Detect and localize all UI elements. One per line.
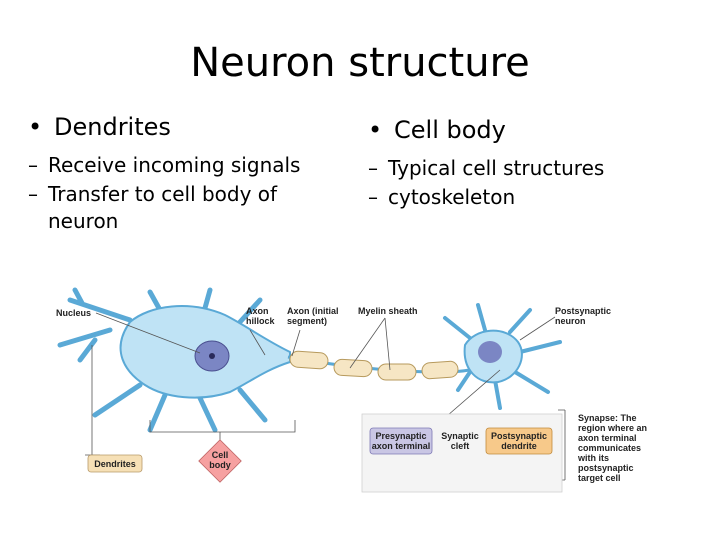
myelin-segment <box>377 363 417 381</box>
nucleolus-dot <box>209 353 215 359</box>
synapse-desc-line1: Synapse: The <box>578 413 637 423</box>
postsynaptic-neuron <box>443 303 562 410</box>
axon-hillock-label-line1: Axon <box>246 306 269 316</box>
dash-mark: – <box>368 156 378 180</box>
nucleus-label: Nucleus <box>56 308 91 318</box>
dendrites-box-label: Dendrites <box>94 459 136 469</box>
cell-body-column: • Cell body –Typical cell structures –cyt… <box>368 115 698 213</box>
myelin-segment <box>333 358 373 378</box>
myelin-leader <box>349 317 391 371</box>
postsynaptic-leader <box>519 316 556 341</box>
myelin-segment <box>421 360 459 380</box>
cleft-label-line2: cleft <box>451 441 470 451</box>
myelin-segment <box>289 350 329 370</box>
bullet-dot: • <box>28 113 43 141</box>
postsynaptic-neuron-label-line2: neuron <box>555 316 586 326</box>
subitem-cytoskeleton-text: cytoskeleton <box>388 185 516 209</box>
bullet-dendrites: • Dendrites <box>28 112 328 142</box>
dash-mark: – <box>28 182 38 206</box>
cell-body-label-line1: Cell <box>212 450 229 460</box>
synapse-connector <box>439 369 501 423</box>
nucleus-leader <box>95 312 201 354</box>
subitem-receive-text: Receive incoming signals <box>48 153 301 177</box>
cell-body-diamond <box>198 439 242 483</box>
bullet-dot: • <box>368 116 383 144</box>
synapse-desc-line7: target cell <box>578 473 621 483</box>
dendrites-box <box>87 454 143 473</box>
presynaptic-box <box>369 427 433 455</box>
subitem-transfer: –Transfer to cell body of neuron <box>28 181 328 235</box>
synapse-desc-line4: communicates <box>578 443 641 453</box>
dendrite-branches <box>57 287 268 433</box>
subitem-receive: –Receive incoming signals <box>28 152 328 179</box>
presynaptic-label-line2: axon terminal <box>372 441 431 451</box>
axon-initial-label-line2: segment) <box>287 316 327 326</box>
synapse-desc-line6: postsynaptic <box>578 463 634 473</box>
cell-body-subitems: –Typical cell structures –cytoskeleton <box>368 155 698 211</box>
dash-mark: – <box>28 153 38 177</box>
initial-segment-leader <box>291 329 301 357</box>
post-dendrite-label-line1: Postsynaptic <box>491 431 547 441</box>
bullet-cell-body: • Cell body <box>368 115 698 145</box>
dendrites-subitems: –Receive incoming signals –Transfer to c… <box>28 152 328 235</box>
subitem-cytoskeleton: –cytoskeleton <box>368 184 698 211</box>
dendrites-column: • Dendrites –Receive incoming signals –Tr… <box>28 112 328 237</box>
cleft-label-line1: Synaptic <box>441 431 479 441</box>
dendrites-bracket <box>85 345 100 456</box>
slide-title: Neuron structure <box>190 40 530 86</box>
synapse-desc-line3: axon terminal <box>578 433 637 443</box>
myelin-label: Myelin sheath <box>358 306 418 316</box>
axon <box>287 350 501 381</box>
subitem-typical: –Typical cell structures <box>368 155 698 182</box>
postsynaptic-dendrites <box>443 303 562 410</box>
hillock-leader <box>249 329 266 356</box>
postsynaptic-neuron-label-line1: Postsynaptic <box>555 306 611 316</box>
subitem-transfer-text: Transfer to cell body of neuron <box>48 182 278 233</box>
synapse-desc-line5: with its <box>577 453 609 463</box>
bullet-cell-body-label: Cell body <box>394 116 506 144</box>
cell-body-label-line2: body <box>209 460 231 470</box>
presynaptic-neuron <box>57 287 291 433</box>
postsynaptic-nucleus <box>478 341 502 363</box>
synapse-desc-line2: region where an <box>578 423 647 433</box>
subitem-typical-text: Typical cell structures <box>388 156 605 180</box>
post-dendrite-label-line2: dendrite <box>501 441 537 451</box>
synapse-inset: Presynaptic axon terminal Synaptic cleft… <box>361 413 563 493</box>
dash-mark: – <box>368 185 378 209</box>
bullet-dendrites-label: Dendrites <box>54 113 171 141</box>
axon-hillock-label-line2: hillock <box>246 316 276 326</box>
post-dendrite-box <box>485 427 553 455</box>
presynaptic-label-line1: Presynaptic <box>375 431 426 441</box>
axon-initial-label-line1: Axon (initial <box>287 306 339 316</box>
